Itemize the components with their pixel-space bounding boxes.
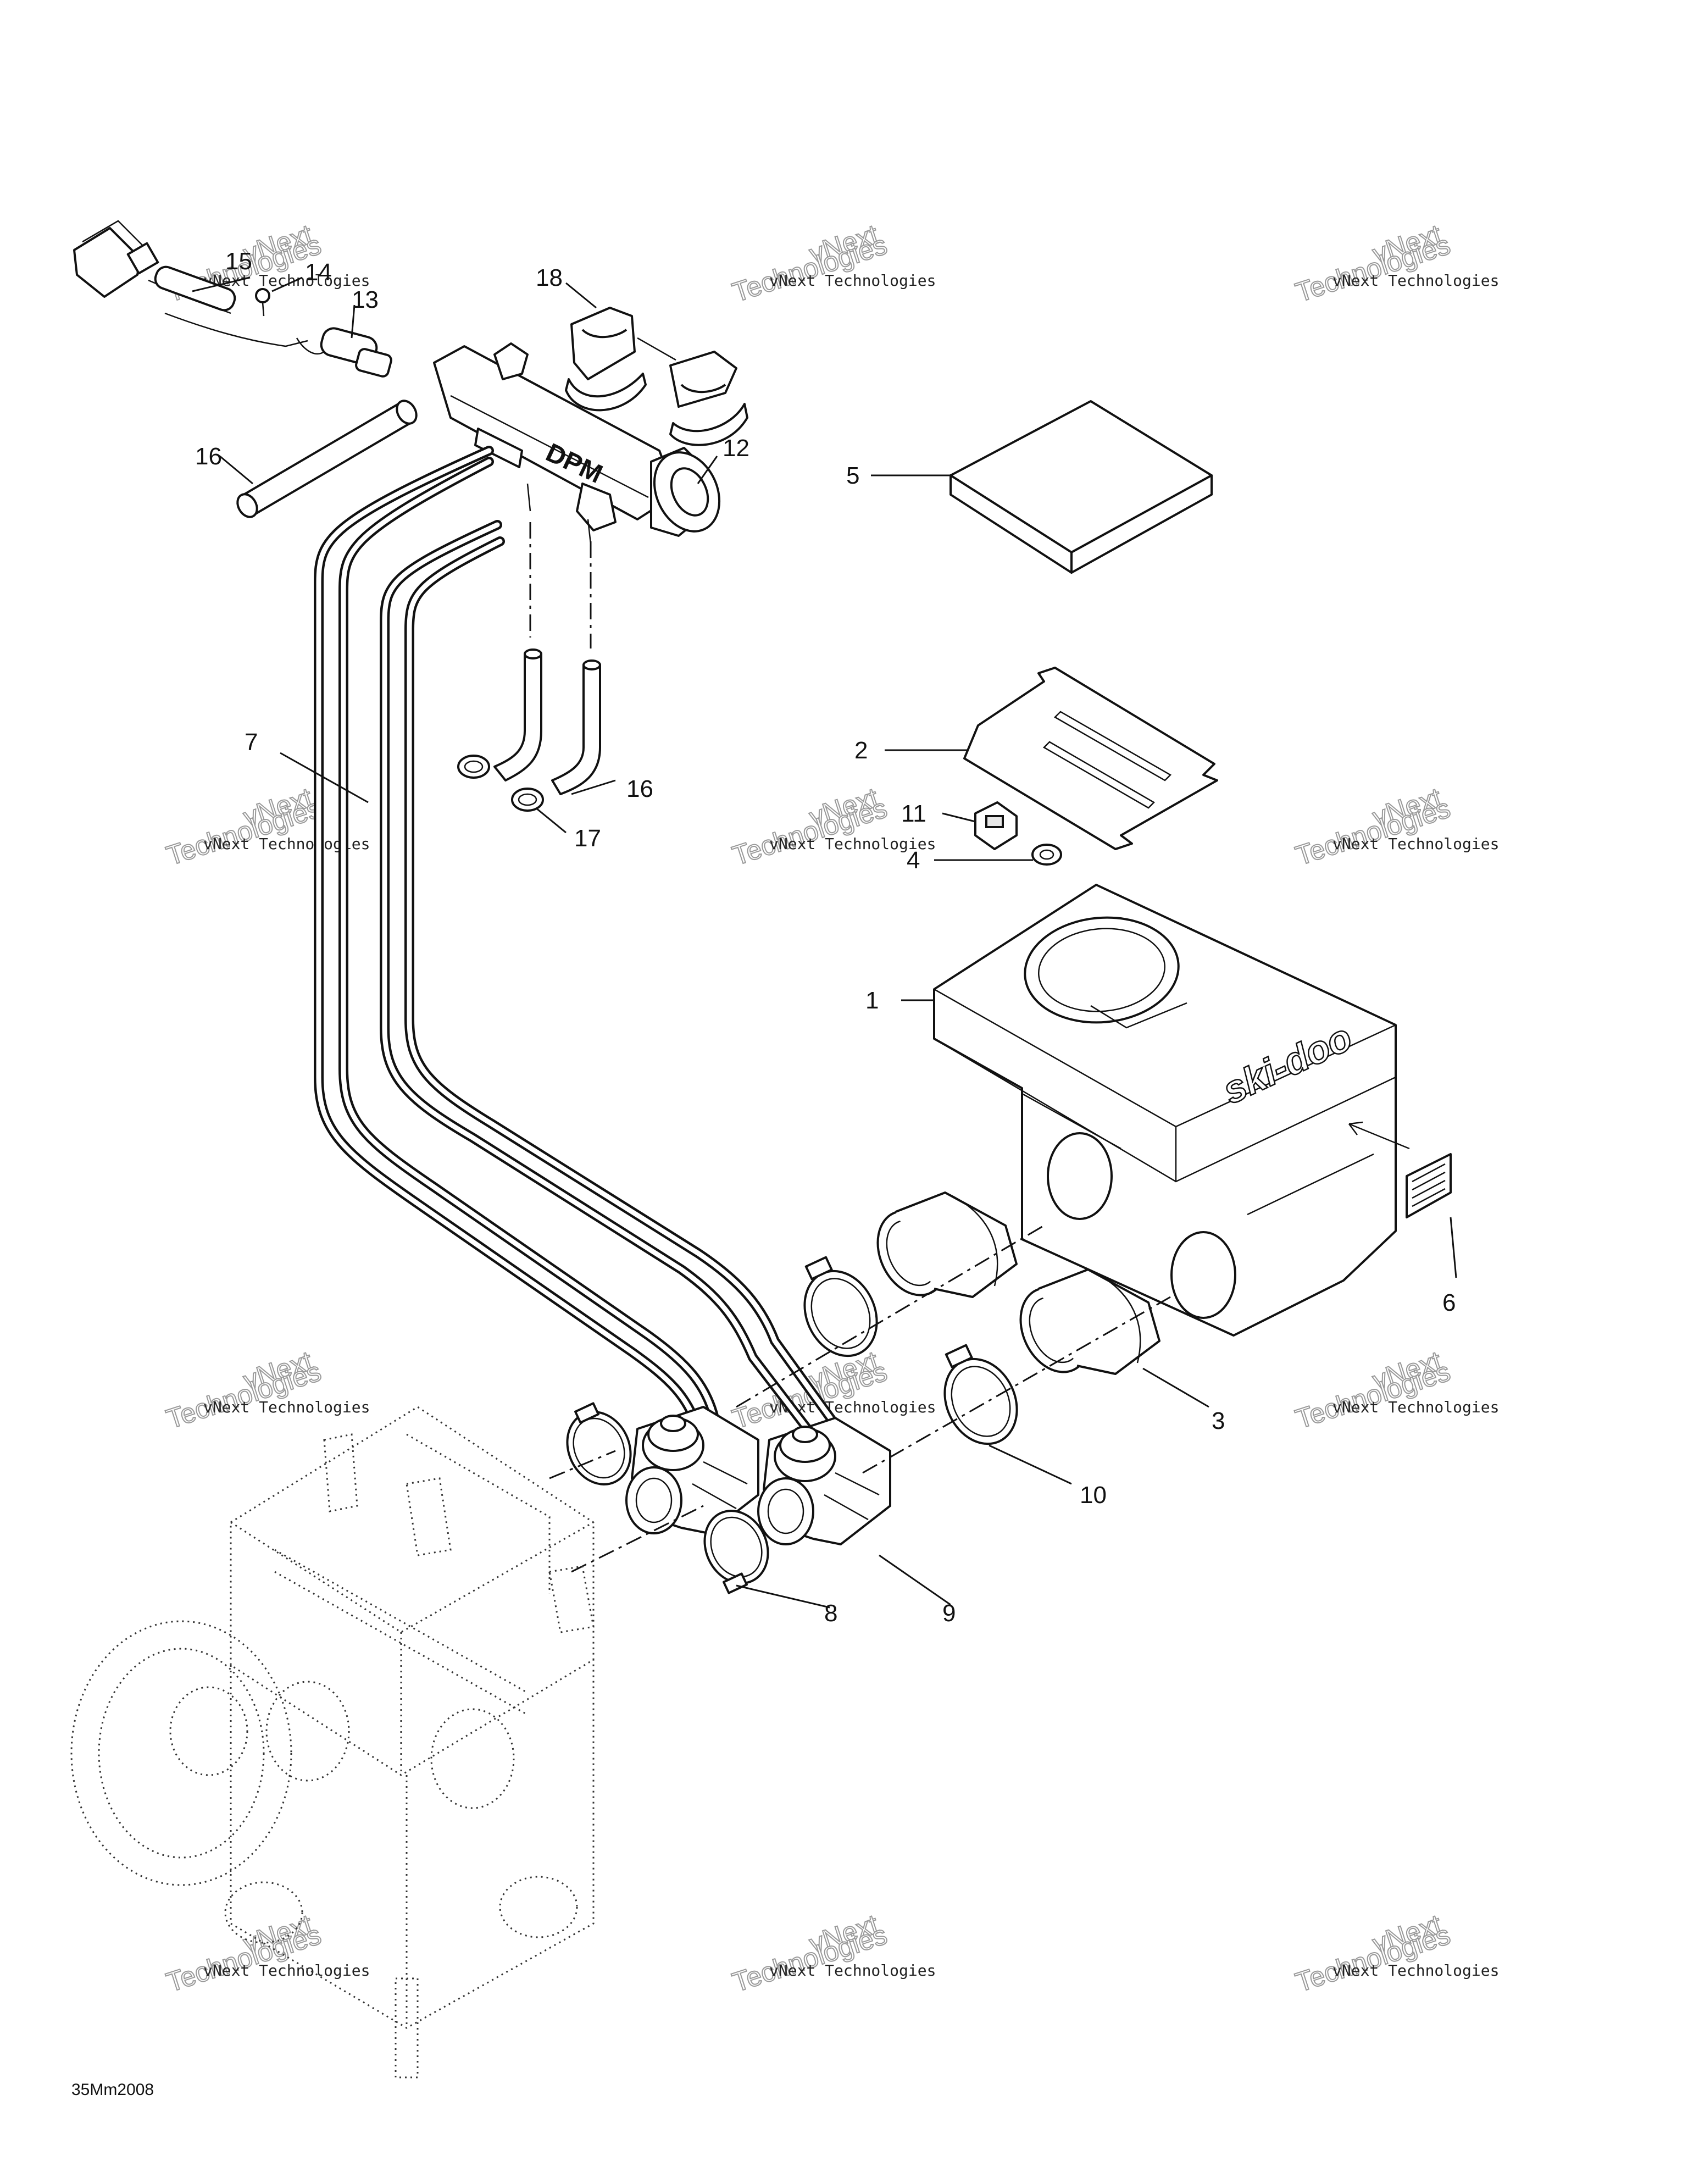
watermark-text: vNext Technologies	[769, 271, 936, 290]
part-16-hose-straight	[236, 400, 418, 518]
callout-11: 11	[901, 800, 926, 827]
part-5-filter-pad	[949, 400, 1213, 574]
callout-7: 7	[245, 729, 258, 756]
callout-16-top: 16	[195, 443, 222, 470]
part-9-carburetors	[625, 1406, 891, 1545]
part-3-rubber-adaptors	[876, 1191, 1160, 1375]
watermark: vNext Technologies vNext Technologies	[162, 1908, 370, 1999]
part-15-wiring-connector	[73, 220, 308, 347]
watermark-text: vNext Technologies	[203, 271, 370, 290]
callout-1: 1	[865, 987, 879, 1014]
watermark-text: vNext Technologies	[1332, 835, 1499, 853]
part-16-hose-elbows	[493, 522, 601, 795]
callout-6: 6	[1442, 1289, 1456, 1316]
callout-10: 10	[1080, 1482, 1107, 1509]
callout-17: 17	[574, 825, 601, 852]
part-12-dpm-manifold: DPM	[433, 342, 721, 545]
part-7-fuel-hoses	[314, 446, 851, 1456]
callout-18: 18	[536, 264, 563, 291]
watermark: vNext Technologies vNext Technologies	[1291, 781, 1499, 872]
watermark: vNext Technologies vNext Technologies	[1291, 1908, 1499, 1999]
callout-8: 8	[824, 1600, 837, 1627]
watermark-text: vNext Technologies	[203, 1398, 370, 1416]
watermark-text: vNext Technologies	[1332, 271, 1499, 290]
watermark-text: vNext Technologies	[769, 835, 936, 853]
part-11-sensor	[974, 801, 1018, 850]
drawing-code: 35Mm2008	[71, 2081, 154, 2099]
callout-3: 3	[1212, 1407, 1225, 1434]
callout-labels: 1 2 3 4 5 6 7 8 9 10 11 12 13 14 15 16 1…	[195, 248, 1456, 1627]
callout-13: 13	[352, 286, 379, 313]
watermark-text: vNext Technologies	[769, 1961, 936, 1980]
callout-12: 12	[723, 435, 749, 462]
callout-14: 14	[305, 259, 332, 286]
watermark-text: vNext Technologies	[1332, 1398, 1499, 1416]
part-2-cover-plate	[963, 667, 1218, 850]
watermark: vNext Technologies vNext Technologies	[728, 218, 936, 309]
part-14-screw	[255, 288, 270, 317]
watermark: vNext Technologies vNext Technologies	[162, 1345, 370, 1435]
engine-phantom	[70, 1406, 595, 2078]
watermark: vNext Technologies vNext Technologies	[728, 1908, 936, 1999]
part-17-clamps	[457, 755, 544, 812]
watermark-text: vNext Technologies	[203, 1961, 370, 1980]
watermark: vNext Technologies vNext Technologies	[1291, 218, 1499, 309]
part-13-solenoid	[296, 327, 392, 378]
callout-4: 4	[907, 847, 920, 874]
part-4-grommet	[1031, 844, 1062, 866]
leader-lines	[192, 276, 1457, 1609]
watermark: vNext Technologies vNext Technologies	[1291, 1345, 1499, 1435]
watermark-text: vNext Technologies	[1332, 1961, 1499, 1980]
part-8-clamps	[566, 1402, 769, 1594]
part-6-decal	[1348, 1121, 1452, 1218]
part-1-air-silencer: ski-doo	[933, 884, 1397, 1337]
callout-16-bottom: 16	[626, 775, 653, 802]
callout-5: 5	[846, 462, 859, 489]
callout-2: 2	[854, 737, 868, 764]
part-18-clips	[565, 307, 748, 446]
callout-9: 9	[942, 1600, 956, 1627]
part-10-clamps	[803, 1256, 1018, 1445]
callout-15: 15	[225, 248, 252, 275]
